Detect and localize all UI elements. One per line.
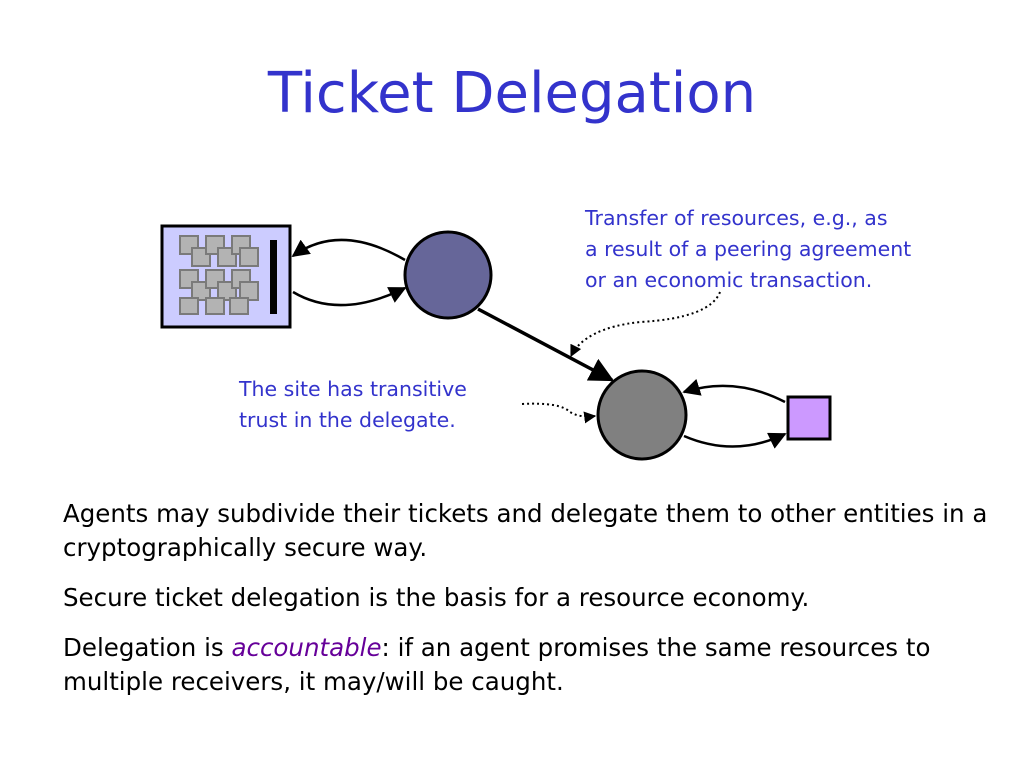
bullet-subdivide: Agents may subdivide their tickets and d… bbox=[63, 499, 988, 562]
transfer-callout-connector bbox=[570, 291, 721, 358]
rack-bar bbox=[270, 240, 277, 314]
site-loop-bottom-arrow bbox=[292, 286, 407, 307]
rack-grid bbox=[179, 235, 259, 315]
delegation-arrow bbox=[477, 307, 615, 382]
slide-title: Ticket Delegation bbox=[267, 61, 757, 126]
receiver-loop-bottom-arrow bbox=[683, 432, 787, 449]
delegate-circle bbox=[596, 369, 688, 461]
accountable-emphasis: accountable bbox=[231, 633, 382, 662]
receiver-square bbox=[786, 395, 832, 441]
site-loop-top-arrow bbox=[291, 238, 406, 262]
trust-annotation: The site has transitive trust in the del… bbox=[239, 377, 467, 432]
bullet-accountable-suffix: : if an agent promises the same resource… bbox=[63, 633, 931, 696]
agent-circle bbox=[403, 230, 493, 320]
server-rack-icon bbox=[160, 224, 292, 329]
body-text: Agents may subdivide their tickets and d… bbox=[63, 497, 1003, 715]
bullet-basis: Secure ticket delegation is the basis fo… bbox=[63, 583, 810, 612]
receiver-loop-top-arrow bbox=[682, 378, 786, 404]
bullet-accountable: Delegation is accountable: if an agent p… bbox=[63, 631, 1003, 699]
transfer-annotation: Transfer of resources, e.g., as a result… bbox=[585, 206, 912, 292]
bullet-accountable-prefix: Delegation is bbox=[63, 633, 232, 662]
